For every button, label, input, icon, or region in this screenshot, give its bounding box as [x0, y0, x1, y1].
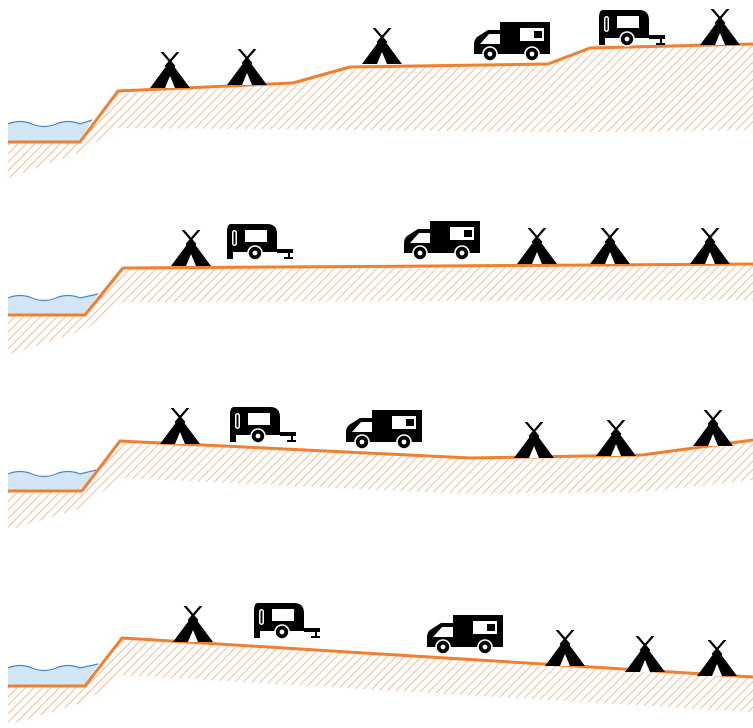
caravan-icon — [230, 407, 296, 443]
tent-icon — [545, 630, 585, 666]
tent-icon — [590, 228, 630, 264]
ground-hatch — [8, 44, 753, 178]
tent-icon — [160, 408, 200, 444]
tent-icon — [625, 636, 665, 672]
tent-icon — [693, 410, 733, 446]
tent-icon — [690, 228, 730, 264]
tent-icon — [517, 228, 557, 264]
motorhome-icon — [404, 221, 480, 260]
tent-icon — [697, 640, 737, 676]
ground-hatch — [8, 264, 753, 355]
tent-icon — [171, 230, 211, 266]
tent-icon — [596, 420, 636, 456]
motorhome-icon — [427, 615, 503, 654]
panel-terrace-steps — [8, 9, 753, 178]
tent-icon — [173, 606, 213, 642]
caravan-icon — [227, 224, 293, 260]
motorhome-icon — [346, 410, 422, 449]
tent-icon — [227, 49, 267, 85]
tent-icon — [514, 422, 554, 458]
motorhome-icon — [474, 22, 550, 61]
panel-shallow-dip — [8, 407, 753, 530]
tent-icon — [150, 52, 190, 88]
caravan-icon — [599, 10, 665, 46]
panel-gentle-slope — [8, 603, 753, 725]
caravan-icon — [254, 603, 320, 639]
panel-flat-plateau — [8, 221, 753, 355]
tent-icon — [700, 9, 740, 45]
tent-icon — [362, 28, 402, 64]
